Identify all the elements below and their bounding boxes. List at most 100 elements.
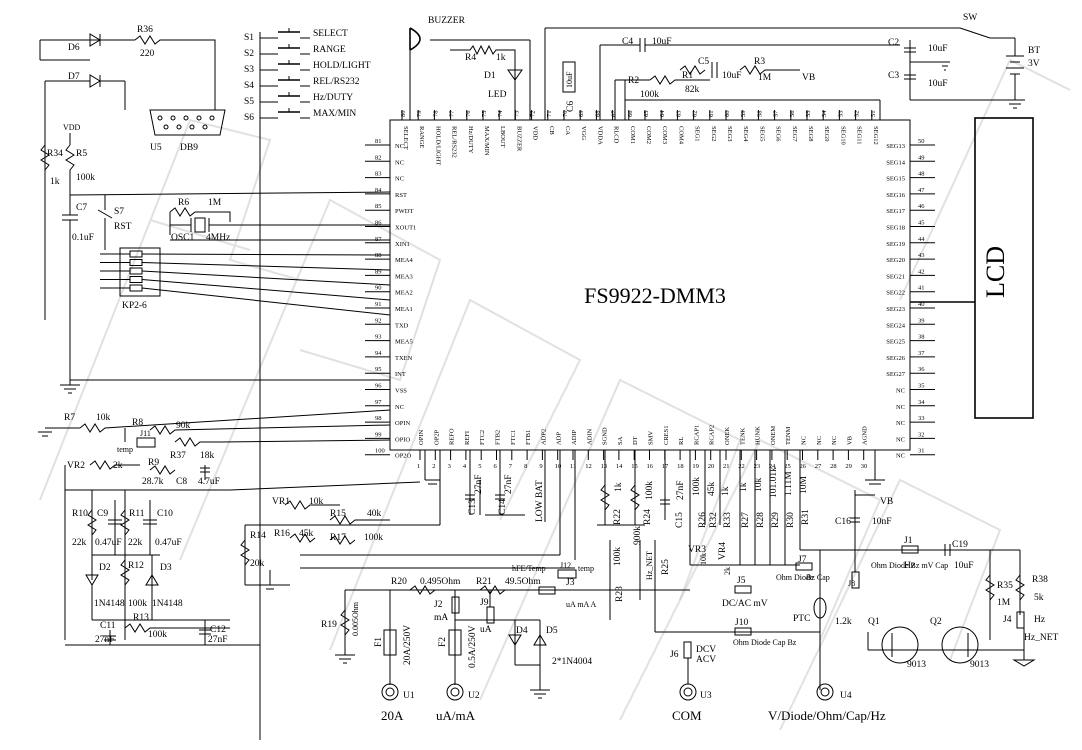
switch-label: MAX/MIN xyxy=(313,109,356,119)
chip-pin-name: COM1 xyxy=(629,126,636,144)
j9-ref: J9 xyxy=(480,598,489,608)
f1-ref: F1 xyxy=(374,637,384,647)
c6-ref: C6 xyxy=(566,101,576,112)
chip-pin-name: TENM xyxy=(785,426,792,445)
chip-pin-number: 43 xyxy=(918,252,925,259)
lcd-block: LCD xyxy=(910,117,1034,419)
r26-value: 100k xyxy=(692,477,702,496)
c5-ref: C5 xyxy=(698,57,709,67)
terminal-com[interactable]: U3 COM xyxy=(672,658,712,723)
chip-pin-number: 68 xyxy=(594,111,601,118)
r1-value: 82k xyxy=(685,85,700,95)
terminal-ua-ma[interactable]: U2 uA/mA xyxy=(436,683,480,723)
chip-pin-name: SEG3 xyxy=(726,126,733,142)
chip-pin-name: VDDA xyxy=(596,126,603,145)
r3-value: 1M xyxy=(758,73,772,83)
c8-ref: C8 xyxy=(176,477,187,487)
s7-rst: RST xyxy=(114,222,132,232)
chip-pin-number: 42 xyxy=(918,268,925,275)
chip-pin-name: MEA1 xyxy=(395,306,413,313)
chip-right-pins: 50SEG1349SEG1448SEG1547SEG1646SEG1745SEG… xyxy=(886,138,935,460)
chip-pin-name: SEG9 xyxy=(823,126,830,142)
chip-pin-name: XOUT1 xyxy=(395,225,416,232)
chip-top-pins: 80SELECT79RANGE78HOLD/LIGHT77REL/RS23276… xyxy=(400,110,879,166)
chip-pin-number: 15 xyxy=(631,463,638,470)
switch-label: RANGE xyxy=(313,45,346,55)
kp-wire xyxy=(141,262,391,271)
j6-dcv: DCV xyxy=(696,645,716,655)
chip-pin-number: 16 xyxy=(647,463,654,470)
chip-pin-name: SEG25 xyxy=(886,339,905,346)
chip-pin-number: 61 xyxy=(708,111,715,118)
chip-pin-number: 93 xyxy=(375,334,382,341)
chip-pin-number: 83 xyxy=(375,171,382,178)
c19-ref: C19 xyxy=(952,540,968,550)
chip-pin-number: 86 xyxy=(375,220,382,227)
r15-value: 40k xyxy=(367,509,382,519)
j6-acv: ACV xyxy=(696,655,716,665)
chip-pin-name: OPIO xyxy=(395,436,410,443)
vr2-ref: VR2 xyxy=(67,461,85,471)
chip-pin-name: TENK xyxy=(739,427,746,445)
j5-ref: J5 xyxy=(737,576,746,586)
vr4-ref: VR4 xyxy=(718,542,728,560)
q2-ref: Q2 xyxy=(930,617,942,627)
r4-value: 1k xyxy=(496,53,506,63)
chip-pin-name: Hz/DUTY xyxy=(467,126,474,154)
chip-pin-number: 53 xyxy=(837,111,844,118)
top-passives: C4 10uF C6 10uF R2 100k R1 82k C5 10uF R… xyxy=(544,27,960,120)
chip-pin-number: 38 xyxy=(918,334,925,341)
chip-pin-name: SEG12 xyxy=(872,126,879,145)
chip-pin-number: 5 xyxy=(478,463,481,470)
r5-ref: R5 xyxy=(76,149,87,159)
watermark xyxy=(39,58,1071,731)
chip-pin-name: HUNK xyxy=(755,426,762,445)
chip-pin-number: 1 xyxy=(417,463,420,470)
db9-pin xyxy=(176,124,182,130)
db9-label: DB9 xyxy=(180,143,198,153)
chip-pin-name: NC xyxy=(896,436,905,443)
chip-pin-number: 76 xyxy=(465,110,472,117)
u1-label: 20A xyxy=(381,708,404,723)
chip-pin-number: 31 xyxy=(918,448,925,455)
d2-ref: D2 xyxy=(99,563,111,573)
r16-ref: R16 xyxy=(274,529,290,539)
j8-ref: J8 xyxy=(848,579,855,588)
jumpers: J5 DC/AC mV J10 Ohm Diode Cap Bz J6 DCV … xyxy=(654,536,1058,690)
lcd-label: LCD xyxy=(981,246,1010,298)
chip-pin-number: 39 xyxy=(918,317,925,324)
chip-pin-number: 80 xyxy=(400,111,407,118)
chip-pin-name: CA xyxy=(564,126,571,135)
chip-pin-number: 46 xyxy=(918,203,925,210)
chip-pin-name: SEG23 xyxy=(886,306,905,313)
r22-ref: R22 xyxy=(613,509,623,525)
chip-pin-number: 30 xyxy=(861,463,868,470)
chip-pin-name: BUZZER xyxy=(515,126,522,152)
chip-pin-number: 98 xyxy=(375,415,382,422)
r6-value: 1M xyxy=(208,198,222,208)
terminal-v-ohm[interactable]: U4 V/Diode/Ohm/Cap/Hz xyxy=(768,683,886,723)
switch-label: HOLD/LIGHT xyxy=(313,61,371,71)
d6-ref: D6 xyxy=(68,43,80,53)
db9-pins xyxy=(157,115,215,130)
chip-pin-number: 24 xyxy=(769,463,776,470)
r3-ref: R3 xyxy=(754,57,765,67)
chip-pin-name: MAX/MIN xyxy=(483,126,490,156)
c12-ref: C12 xyxy=(210,625,226,635)
c15-ref: C15 xyxy=(675,512,685,528)
chip-pin-name: COM4 xyxy=(677,126,684,145)
chip-pin-number: 57 xyxy=(773,110,780,117)
j7-ref: J7 xyxy=(798,555,807,565)
r21-ref: R21 xyxy=(476,577,492,587)
chip-pin-name: ADP2 xyxy=(540,429,547,445)
switch-ref: S1 xyxy=(244,33,254,43)
terminal-20a[interactable]: U1 20A xyxy=(381,683,415,723)
